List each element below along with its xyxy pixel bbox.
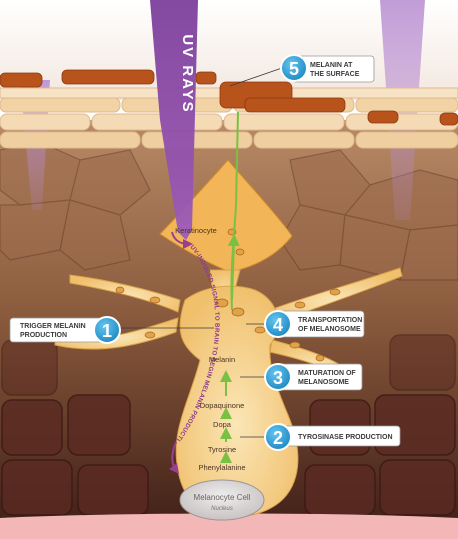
signal-arrow — [169, 441, 179, 475]
nucleus — [179, 479, 265, 521]
step-4-line1: TRANSPORTATION — [298, 317, 362, 324]
leader-lines — [120, 67, 283, 438]
step-1-line1: TRIGGER MELANIN — [20, 323, 86, 330]
step-3-line2: MELANOSOME — [298, 379, 349, 386]
step-2-number: 2 — [273, 428, 283, 448]
step-5-line1: MELANIN AT — [310, 62, 353, 69]
uv-ray-beam — [150, 0, 198, 240]
step-4-number: 4 — [273, 315, 283, 335]
step-4-circle — [264, 310, 292, 338]
step-3-line1: MATURATION OF — [298, 370, 356, 377]
surface-melanin — [0, 69, 458, 126]
step-2-circle — [264, 423, 292, 451]
step-4-line2: OF MELANOSOME — [298, 326, 361, 333]
step-2-callout: TYROSINASE PRODUCTION 2 — [264, 423, 401, 451]
uv-rays-label: UV RAYS — [179, 34, 196, 113]
biochemical-pathway: Melanin Dopaquinone Dopa Tyrosine Phenyl… — [198, 355, 245, 472]
step-1-callout: TRIGGER MELANIN PRODUCTION 1 — [9, 316, 121, 344]
step-1-number: 1 — [102, 321, 112, 341]
cell-name-label: Melanocyte Cell — [194, 493, 251, 502]
pathway-melanin: Melanin — [209, 355, 235, 364]
pathway-tyrosine: Tyrosine — [208, 445, 236, 454]
melanosomes — [115, 228, 341, 362]
step-5-circle — [280, 54, 308, 82]
step-3-number: 3 — [273, 368, 283, 388]
step-3-callout: MATURATION OF MELANOSOME 3 — [264, 363, 363, 391]
uv-hit-arrow — [171, 231, 193, 249]
step-3-circle — [264, 363, 292, 391]
pathway-phenylalanine: Phenylalanine — [198, 463, 245, 472]
keratinocyte-label: Keratinocyte — [175, 226, 217, 235]
step-5-line2: THE SURFACE — [310, 71, 360, 78]
step-1-circle — [93, 316, 121, 344]
nucleus-label: Nucleus — [211, 506, 233, 512]
step-5-callout: MELANIN AT THE SURFACE 5 — [280, 54, 375, 83]
step-2-line1: TYROSINASE PRODUCTION — [298, 434, 393, 441]
step-4-callout: TRANSPORTATION OF MELANOSOME 4 — [264, 310, 365, 338]
transport-arrow — [227, 234, 240, 301]
step-5-number: 5 — [289, 59, 299, 79]
dermis-base — [0, 513, 458, 539]
pathway-dopaquinone: Dopaquinone — [200, 401, 245, 410]
pathway-dopa: Dopa — [213, 420, 232, 429]
step-1-line2: PRODUCTION — [20, 332, 67, 339]
